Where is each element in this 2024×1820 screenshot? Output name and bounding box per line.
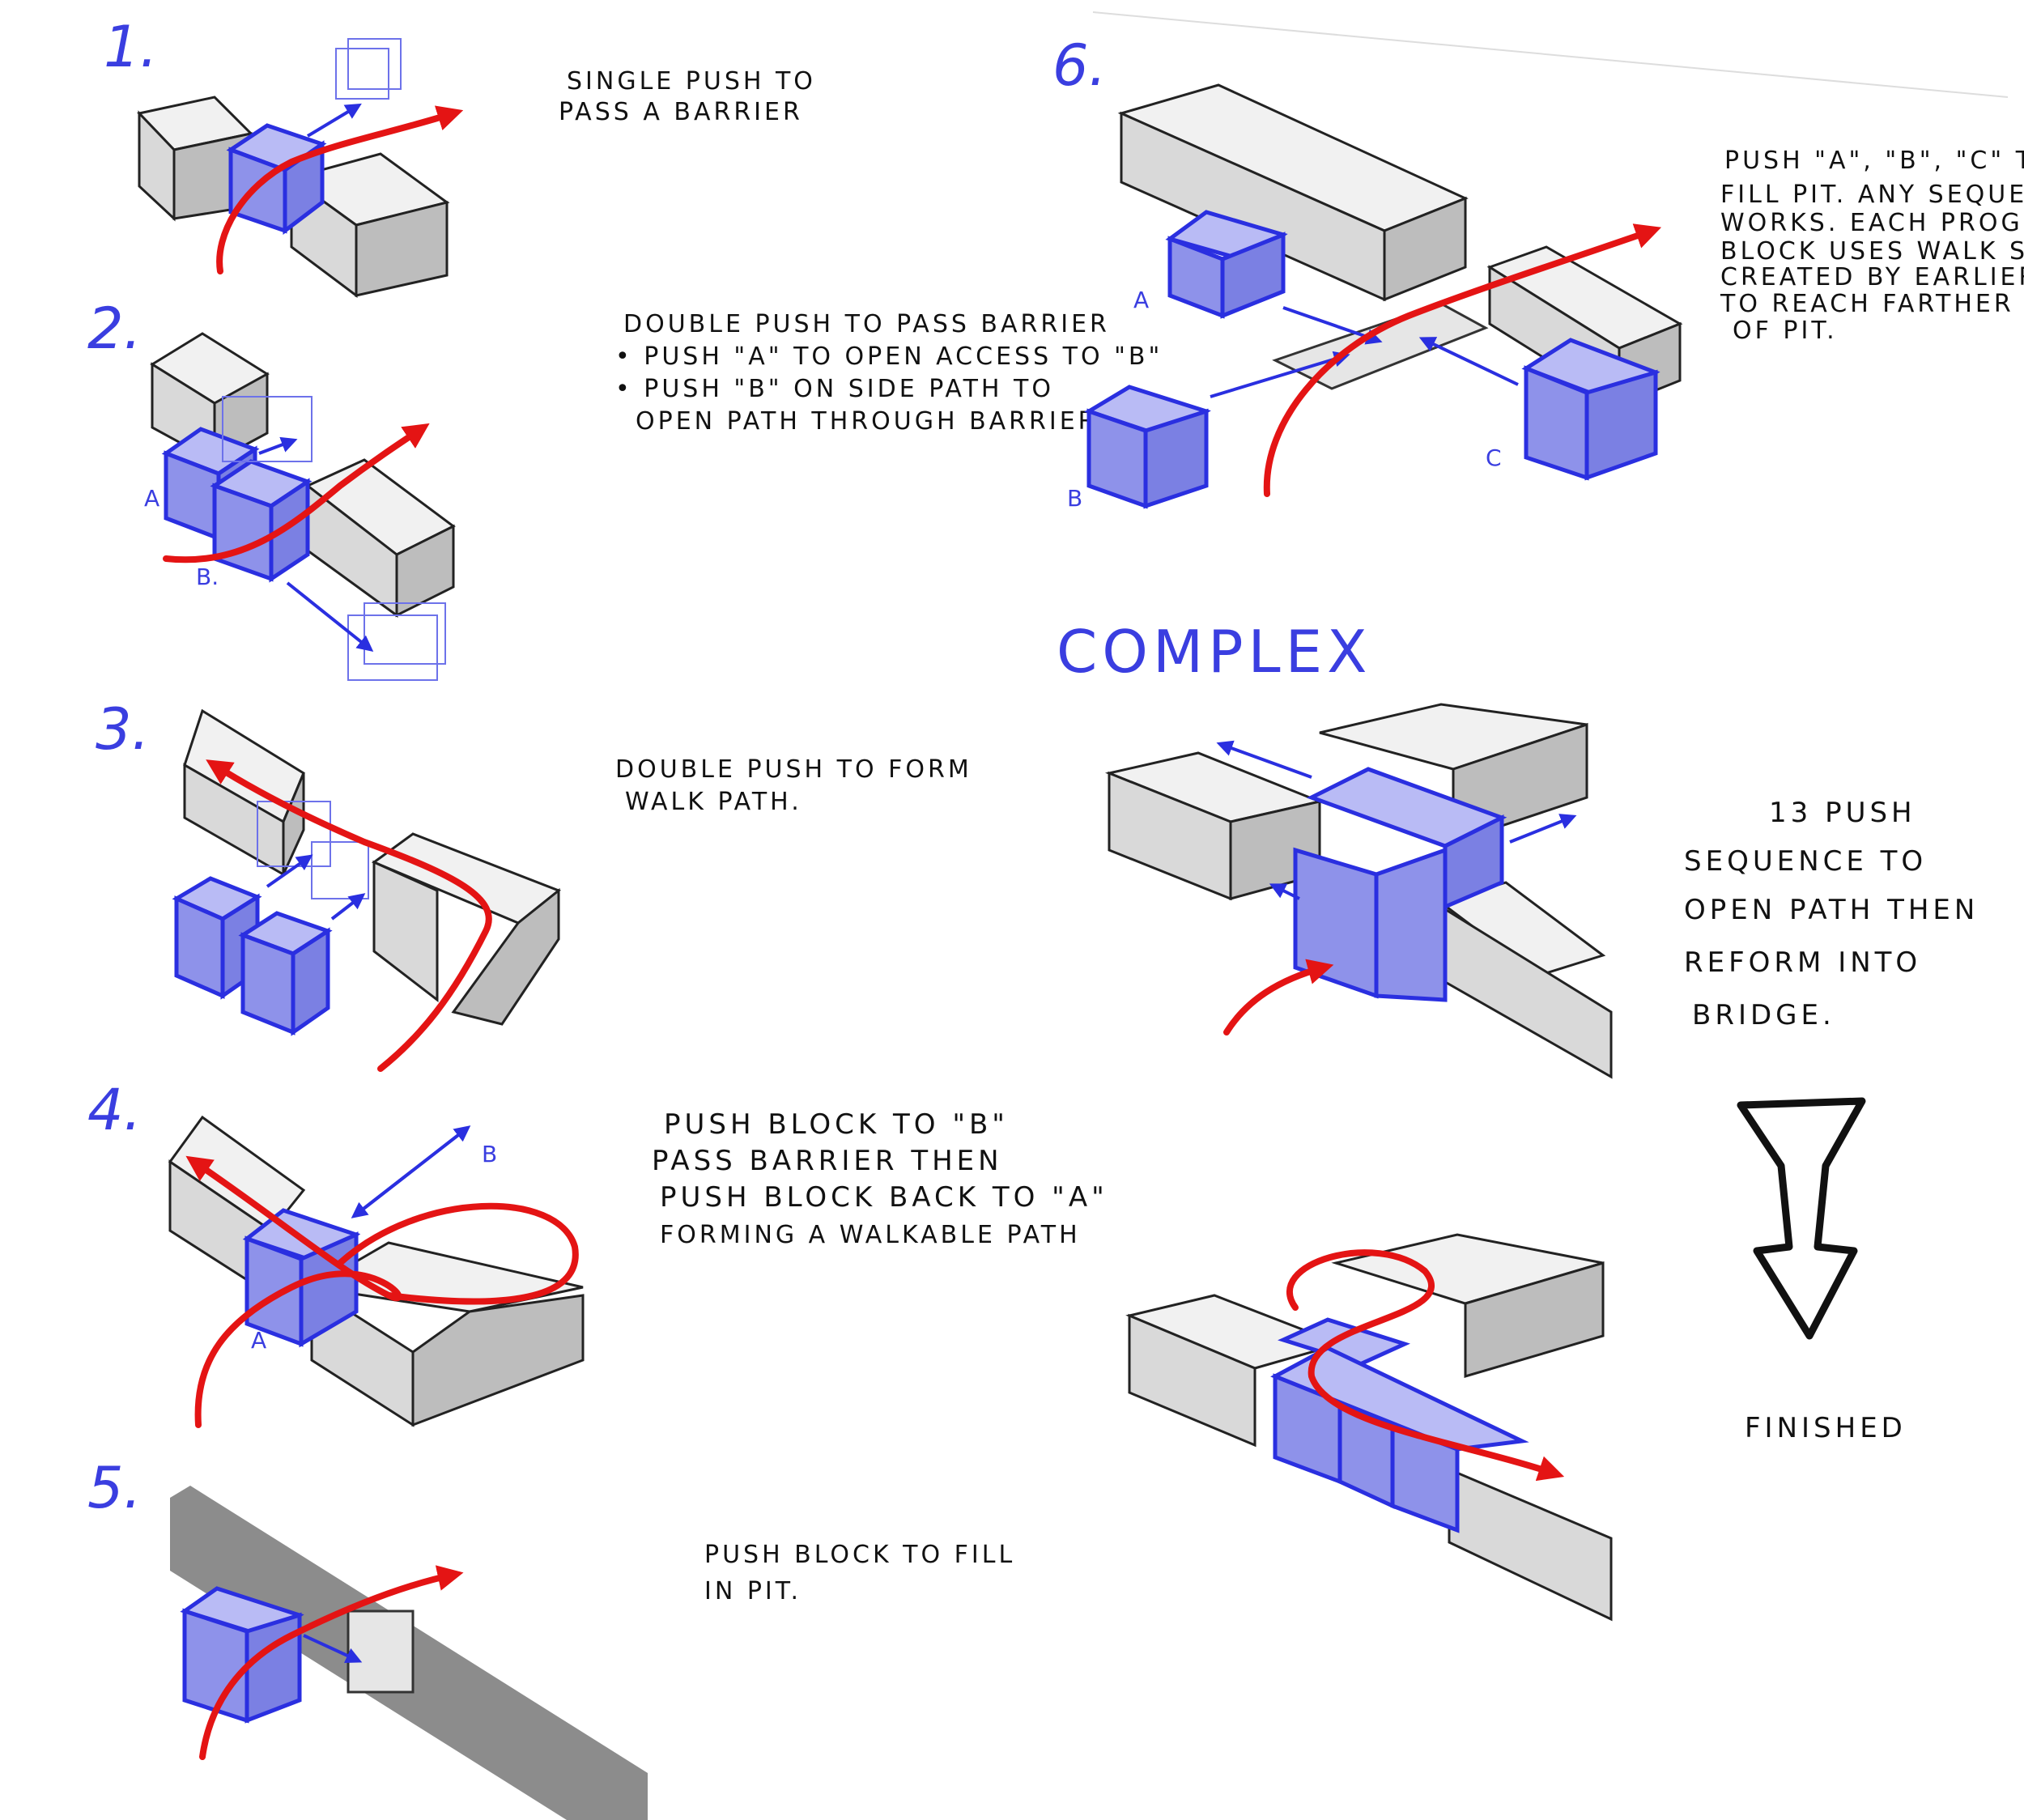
pit-trench [170,1486,648,1820]
panel-3-number: 3. [96,696,150,763]
complex-heading: COMPLEX [1057,618,1371,686]
push-b-arrow [1210,351,1350,398]
panel-3-note-line-1: DOUBLE PUSH TO FORM [615,755,972,784]
push-arrow-right [1509,814,1577,844]
label-a: A [144,485,159,512]
bridge-blocks [1270,1317,1529,1533]
push-into-pit-arrow [303,1634,363,1664]
panel-6-note-line-5: CREATED BY EARLIER BLOCK [1720,263,2024,291]
panel-5-note-line-2: IN PIT. [704,1577,802,1605]
ghost-block-destination [335,38,402,100]
right-slab [1448,1467,1613,1622]
panel-3-note-line-2: WALK PATH. [625,788,802,816]
panel-4-note-line-3: PUSH BLOCK BACK TO "A" [660,1181,1108,1214]
panel-2-note-line-1: DOUBLE PUSH TO PASS BARRIER [623,310,1110,338]
push-block [226,123,327,236]
barrier-slab-lower [305,458,456,618]
panel-6-number: 6. [1052,32,1107,99]
player-path-arrow [206,759,492,1072]
push-block-b [1084,385,1211,509]
block-cluster [1293,767,1507,1002]
complex-note-line-4: REFORM INTO [1684,946,1921,979]
push-block [180,1586,304,1724]
barrier-wall-long [1117,83,1469,302]
push-direction-arrow [306,103,362,138]
barrier-slab-left [183,708,305,877]
push-arrow-2 [330,893,366,921]
label-b: B. [196,563,219,590]
push-arrow-1 [266,854,313,888]
panel-6-note-line-6: TO REACH FARTHER END [1720,290,2024,318]
push-block-1 [172,876,262,1000]
player-path-arrow [199,1565,464,1760]
push-block-c [1521,338,1660,481]
panel-4-number: 4. [87,1077,142,1143]
push-a-arrow [1282,306,1383,345]
player-path-arrow [163,423,430,563]
panel-1: 1. SINGLE PUSH TO PASS A BARRIER [104,14,816,298]
panel-6-note-line-3: WORKS. EACH PROGRESSIVE [1720,209,2024,237]
player-path-arrow [185,1155,402,1428]
panel-5-number: 5. [87,1455,142,1521]
panel-4-note-line-4: FORMING A WALKABLE PATH [660,1221,1081,1249]
complex-note-line-5: BRIDGE. [1692,999,1835,1031]
push-block-a [1165,210,1288,319]
panel-5: 5. PUSH BLOCK TO FILL IN PIT. [87,1455,1015,1820]
ghost-blocks [222,396,446,681]
push-back-arrow [351,1128,467,1218]
l-shaped-wall [371,832,561,1026]
push-c-arrow [1418,337,1519,386]
complex-section: COMPLEX 13 PUSH SEQUENCE TO OPEN PATH TH… [1057,618,1979,1622]
panel-1-number: 1. [104,14,158,80]
panel-2-number: 2. [87,296,142,362]
panel-2-note-line-4: OPEN PATH THROUGH BARRIER. [636,407,1108,436]
label-b: B [482,1141,497,1167]
label-b: B [1067,485,1082,512]
label-c: C [1486,444,1502,471]
complex-before-diagram [1104,703,1613,1079]
panel-1-note-line-1: SINGLE PUSH TO [567,67,816,96]
player-path-arrow [1223,959,1334,1035]
panel-6-note-line-7: OF PIT. [1733,317,1838,345]
label-a: A [251,1327,266,1354]
push-a-arrow [258,436,298,455]
panel-6-note-line-2: FILL PIT. ANY SEQUENCE [1720,181,2024,209]
player-path-arrow [1286,1249,1565,1482]
player-loop-path [337,1202,579,1305]
push-arrow-left [1216,740,1312,779]
panel-3: 3. DOUBLE PUSH TO FORM WALK P [96,696,972,1072]
complex-note-line-3: OPEN PATH THEN [1684,894,1979,926]
player-path-arrow [216,105,464,274]
panel-2: 2. A B. DOUBLE PUS [87,296,1163,681]
panel-4-note-line-1: PUSH BLOCK TO "B" [664,1108,1009,1141]
panel-6-note-line-1: PUSH "A", "B", "C" TO [1724,147,2024,175]
complex-note-line-2: SEQUENCE TO [1684,845,1927,878]
complex-note-line-1: 13 PUSH [1769,797,1916,829]
panel-5-note-line-1: PUSH BLOCK TO FILL [704,1541,1015,1569]
push-arrow-small [1269,883,1300,900]
panel-2-note-line-2: • PUSH "A" TO OPEN ACCESS TO "B" [615,342,1163,371]
complex-after-diagram [1125,1233,1613,1622]
finished-label: FINISHED [1745,1412,1907,1444]
player-path-arrow [1263,223,1662,497]
panel-6: 6. A B [1052,11,2024,512]
panel-2-note-line-3: • PUSH "B" ON SIDE PATH TO [615,375,1054,403]
down-arrow-icon [1737,1097,1866,1340]
label-a: A [1133,287,1149,313]
panel-4-note-line-2: PASS BARRIER THEN [652,1145,1003,1177]
push-block-2 [238,911,333,1036]
panel-1-note-line-2: PASS A BARRIER [559,98,803,126]
panel-4: 4. A B PUSH BLOCK TO "B" PASS BARRIER TH… [87,1077,1108,1428]
push-b-arrow [286,581,374,652]
panel-6-note-line-4: BLOCK USES WALK SURFACE [1720,237,2024,266]
